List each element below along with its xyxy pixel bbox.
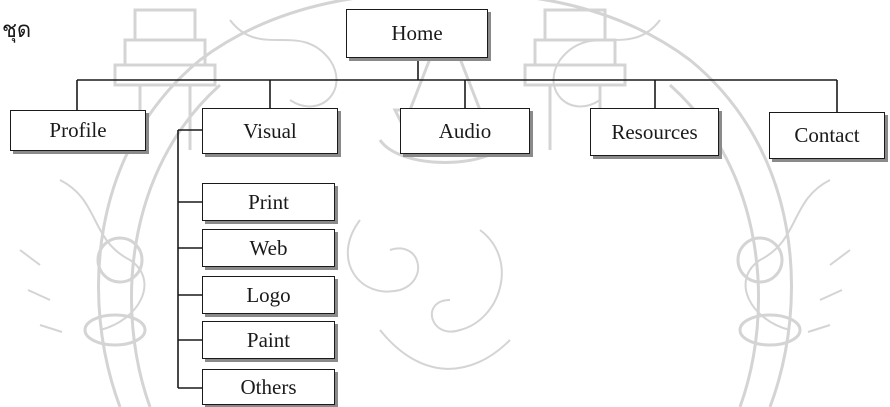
node-home: Home xyxy=(346,9,488,58)
node-others: Others xyxy=(202,369,335,405)
node-logo: Logo xyxy=(202,276,335,314)
node-profile: Profile xyxy=(10,110,146,151)
node-paint: Paint xyxy=(202,321,335,359)
node-web: Web xyxy=(202,229,335,267)
node-visual: Visual xyxy=(202,108,338,154)
node-resources: Resources xyxy=(590,108,719,156)
node-print: Print xyxy=(202,183,335,221)
node-audio: Audio xyxy=(400,108,530,154)
corner-thai-text: ชุด xyxy=(2,18,32,43)
node-contact: Contact xyxy=(769,112,885,159)
